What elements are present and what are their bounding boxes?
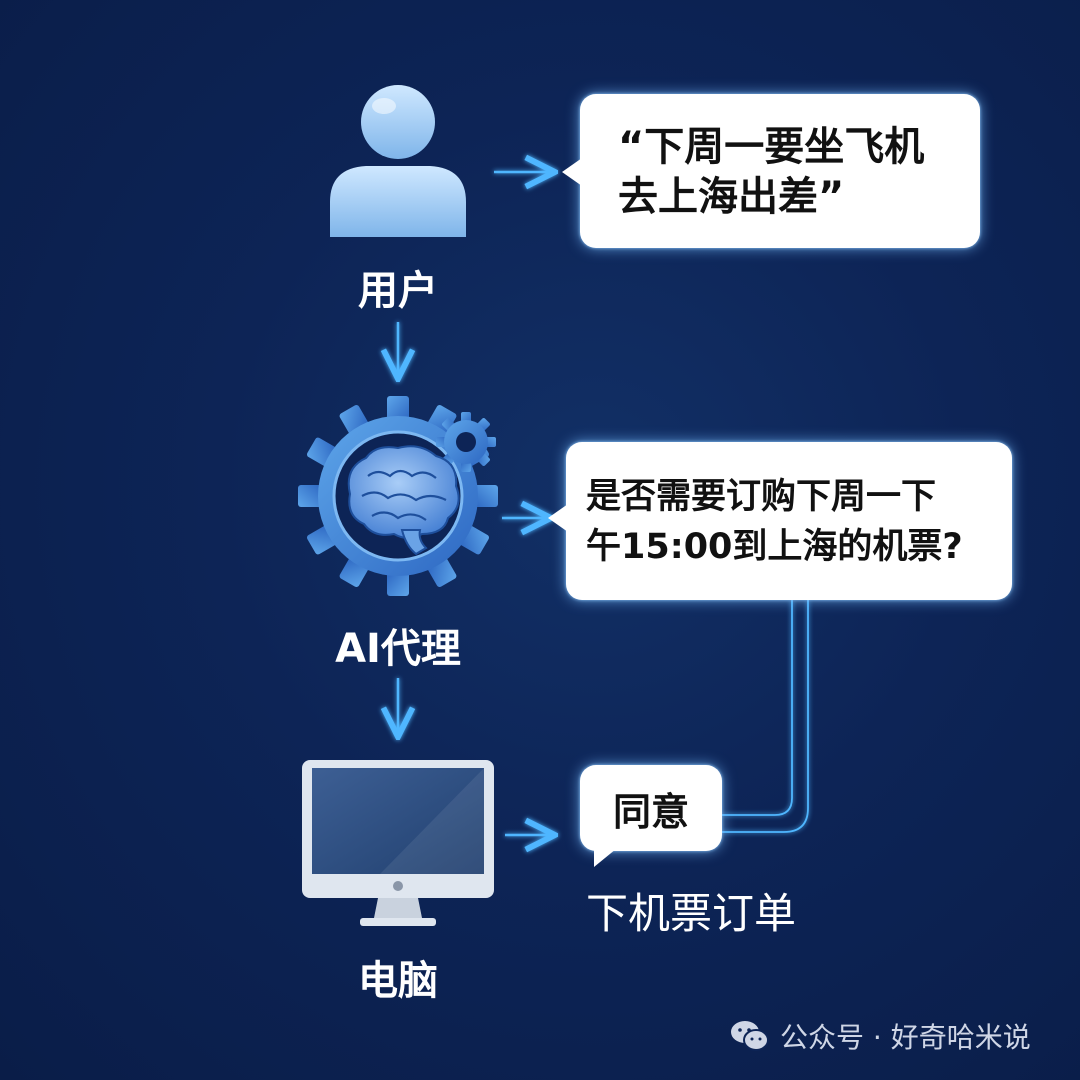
footer-watermark: 公众号 · 好奇哈米说	[730, 1014, 1031, 1058]
user-request-bubble: “下周一要坐飞机 去上海出差”	[580, 94, 980, 248]
ai-agent-label: AI代理	[318, 616, 478, 674]
connector-question-to-agree	[722, 600, 808, 832]
agree-text: 同意	[580, 765, 722, 851]
footer-text: 公众号 · 好奇哈米说	[780, 1016, 1031, 1056]
agree-bubble: 同意	[580, 765, 722, 851]
user-icon	[324, 82, 472, 242]
monitor-icon	[300, 758, 496, 928]
user-label: 用户	[348, 258, 448, 316]
ai-question-line-2: 午15:00到上海的机票?	[586, 522, 963, 572]
computer-label: 电脑	[348, 948, 448, 1006]
connector-question-to-agree-inner	[722, 600, 792, 815]
wechat-icon	[730, 1019, 770, 1053]
order-ticket-label: 下机票订单	[586, 880, 796, 941]
ai-question-line-1: 是否需要订购下周一下	[586, 472, 963, 522]
user-request-line-2: 去上海出差”	[618, 172, 924, 222]
brain-gear-icon	[298, 396, 508, 596]
ai-question-bubble: 是否需要订购下周一下 午15:00到上海的机票?	[566, 442, 1012, 600]
apple-logo-icon	[393, 881, 403, 891]
user-request-line-1: “下周一要坐飞机	[618, 122, 924, 172]
